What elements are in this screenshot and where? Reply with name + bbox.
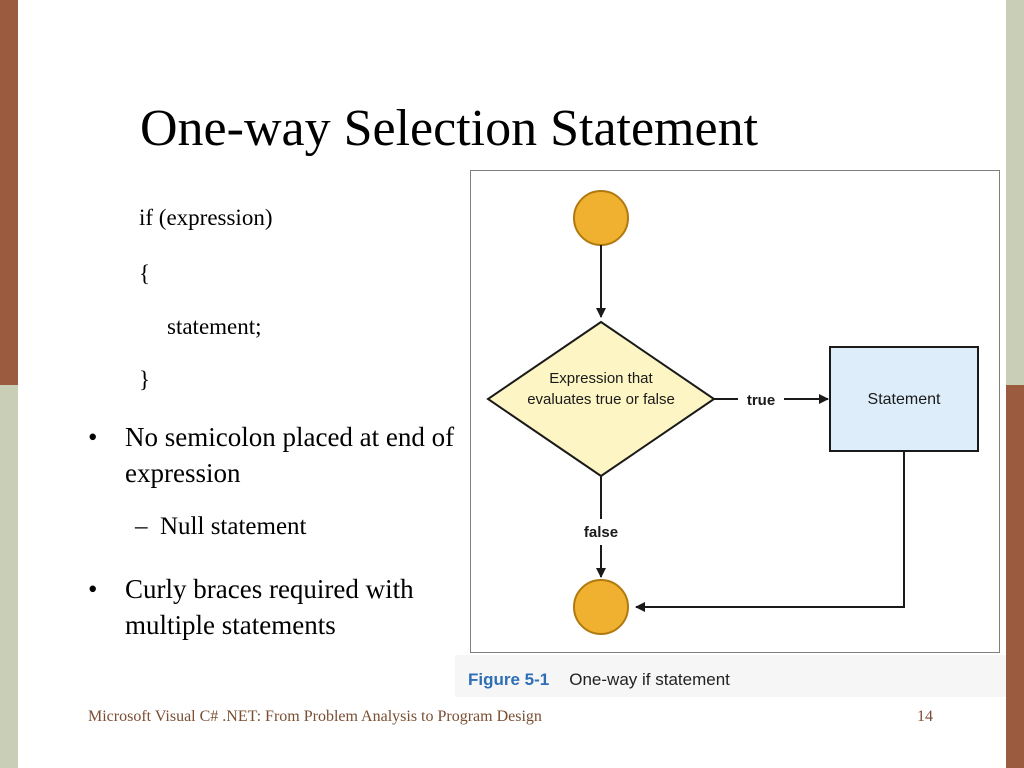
flowchart-figure: Expression that evaluates true or false … xyxy=(470,170,1000,653)
right-accent-bar-top xyxy=(1006,0,1024,385)
right-accent-bar-bottom xyxy=(1006,385,1024,768)
left-accent-bar-top xyxy=(0,0,18,385)
footer-source: Microsoft Visual C# .NET: From Problem A… xyxy=(88,708,542,725)
left-accent-bar-bottom xyxy=(0,385,18,768)
decision-text-line1: Expression that xyxy=(549,370,653,387)
bullet-dot: • xyxy=(88,422,98,452)
flowchart-diagram: Expression that evaluates true or false … xyxy=(486,190,979,635)
bullet-text: No semicolon placed at end of expression xyxy=(125,422,455,488)
bullet-text: Curly braces required with multiple stat… xyxy=(125,574,414,640)
code-line-if: if (expression) xyxy=(139,205,273,230)
true-label: true xyxy=(747,392,775,409)
figure-caption: Figure 5-1 One-way if statement xyxy=(468,671,730,688)
statement-box xyxy=(829,346,979,452)
end-node-circle xyxy=(573,579,629,635)
code-line-close-brace: } xyxy=(139,367,151,392)
page-number: 14 xyxy=(917,708,933,725)
start-node-circle xyxy=(573,190,629,246)
slide-title: One-way Selection Statement xyxy=(140,100,759,157)
caption-background xyxy=(455,655,1006,697)
statement-label: Statement xyxy=(868,391,941,408)
decision-text-line2: evaluates true or false xyxy=(527,391,675,408)
code-line-statement: statement; xyxy=(167,314,262,339)
sub-bullet-dash: – xyxy=(135,513,148,540)
caption-text: One-way if statement xyxy=(569,670,730,689)
caption-figure-number: Figure 5-1 xyxy=(468,670,550,689)
sub-bullet-item: – Null statement xyxy=(135,514,307,539)
arrow-statement-to-end xyxy=(635,451,905,612)
bullet-dot: • xyxy=(88,574,98,604)
false-label: false xyxy=(584,524,618,541)
sub-bullet-text: Null statement xyxy=(160,513,307,540)
code-line-open-brace: { xyxy=(139,261,151,286)
